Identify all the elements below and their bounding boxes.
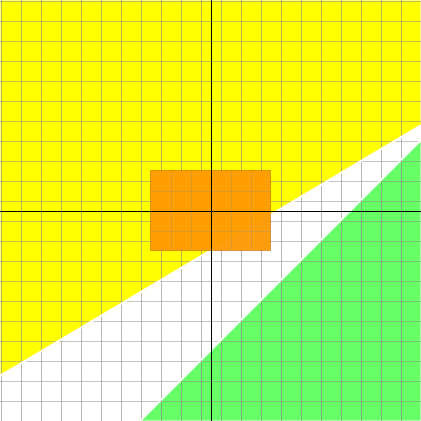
boundary-line-2 [139, 139, 421, 421]
rectangle-1 [150, 170, 271, 251]
rectangles [150, 170, 271, 251]
